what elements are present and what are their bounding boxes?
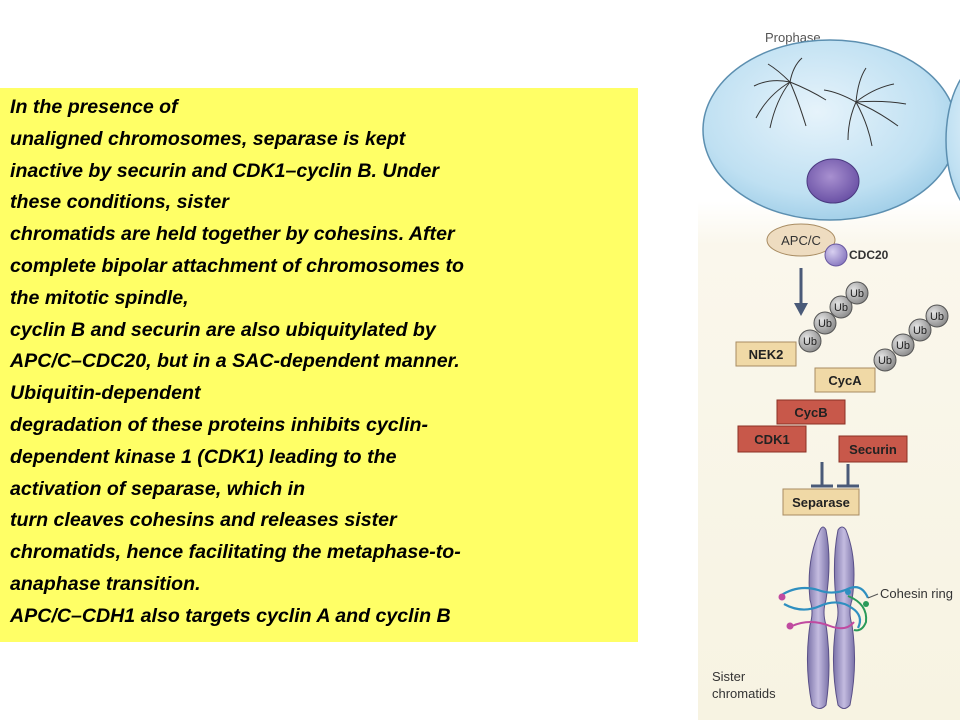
svg-text:Ub: Ub — [803, 336, 817, 348]
svg-text:Ub: Ub — [818, 318, 832, 330]
prophase-cell — [702, 39, 958, 221]
text-line: In the presence of — [10, 96, 178, 118]
text-line: inactive by securin and CDK1–cyclin B. U… — [10, 159, 440, 182]
sister-label-line2: chromatids — [712, 686, 776, 701]
nek2-box: NEK2 — [735, 341, 797, 367]
cdk1-box: CDK1 — [737, 425, 807, 453]
cdc20-label: CDC20 — [849, 248, 889, 262]
cycb-box: CycB — [776, 399, 846, 425]
text-line: APC/C–CDH1 also targets cyclin A and cyc… — [10, 604, 451, 627]
securin-box: Securin — [838, 435, 908, 463]
svg-text:Ub: Ub — [878, 355, 892, 367]
svg-text:Separase: Separase — [792, 495, 850, 510]
svg-text:CycB: CycB — [794, 405, 827, 420]
mitotic-spindle — [753, 57, 907, 147]
svg-text:CDK1: CDK1 — [754, 432, 789, 447]
text-line: chromatids, hence facilitating the metap… — [10, 541, 461, 564]
inhibition-arrow-icon — [811, 462, 859, 488]
cdc20-ball — [824, 243, 848, 267]
svg-text:Ub: Ub — [834, 302, 848, 314]
text-line: anaphase transition. — [10, 572, 201, 595]
text-line: complete bipolar attachment of chromosom… — [10, 254, 464, 277]
separase-box: Separase — [782, 488, 860, 516]
sister-chromatids-drawing — [778, 526, 870, 709]
text-line: turn cleaves cohesins and releases siste… — [10, 509, 397, 532]
svg-text:Ub: Ub — [850, 288, 864, 300]
sister-label-line1: Sister — [712, 669, 746, 684]
mitosis-diagram: Prophase APC/C CDC20 — [698, 0, 960, 720]
svg-text:Ub: Ub — [913, 325, 927, 337]
text-line: degradation of these proteins inhibits c… — [10, 413, 429, 436]
cohesin-ring-label: Cohesin ring — [880, 586, 953, 601]
cyca-box: CycA — [814, 367, 876, 393]
text-line: unaligned chromosomes, separase is kept — [10, 127, 406, 150]
text-line: activation of separase, which in — [10, 477, 306, 500]
explanation-text-panel: In the presence of unaligned chromosomes… — [0, 88, 638, 642]
svg-text:CycA: CycA — [828, 373, 862, 388]
text-line: the mitotic spindle, — [10, 286, 189, 309]
down-arrow-icon — [794, 268, 808, 316]
text-line: cyclin B and securin are also ubiquityla… — [10, 318, 436, 341]
svg-text:Securin: Securin — [849, 442, 897, 457]
text-line: dependent kinase 1 (CDK1) leading to the — [10, 445, 397, 468]
svg-text:Ub: Ub — [930, 311, 944, 323]
text-line: APC/C–CDC20, but in a SAC-dependent mann… — [10, 350, 460, 373]
text-line: these conditions, sister — [10, 191, 229, 214]
text-line: Ubiquitin-dependent — [10, 382, 201, 405]
svg-text:NEK2: NEK2 — [749, 347, 784, 362]
adjacent-cell — [945, 78, 960, 202]
nucleus — [806, 158, 860, 204]
svg-text:Ub: Ub — [896, 340, 910, 352]
apc-c-complex: APC/C — [766, 223, 836, 257]
text-line: chromatids are held together by cohesins… — [10, 223, 455, 246]
ubiquitin-chain-cyca: Ub Ub Ub Ub — [873, 304, 949, 372]
cohesin-ring-pointer — [867, 593, 879, 599]
ubiquitin-chain-nek2: Ub Ub Ub Ub — [798, 281, 869, 353]
apc-c-label: APC/C — [781, 233, 821, 248]
